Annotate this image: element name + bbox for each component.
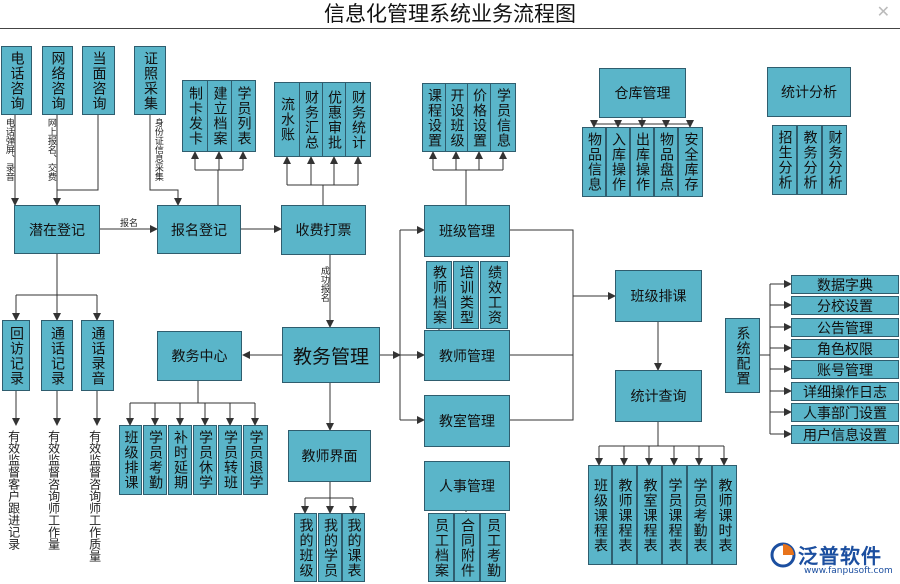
node-qianzai: 潜在登记 xyxy=(14,205,100,254)
node-ruku: 入库操作 xyxy=(606,127,630,197)
logo-url: www.fanpusoft.com xyxy=(804,566,893,576)
node-banjipk2: 班级排课 xyxy=(615,270,702,322)
fanpu-logo: 泛普软件 www.fanpusoft.com xyxy=(770,540,896,580)
node-jiaoshigl: 教师管理 xyxy=(424,330,510,381)
node-zhika: 制卡发卡 xyxy=(182,80,208,152)
node-pandian: 物品盘点 xyxy=(654,127,678,197)
node-yonghu: 用户信息设置 xyxy=(791,425,899,444)
node-yuangongkq: 员工考勤 xyxy=(480,513,506,582)
node-xuekaoqin: 学员考勤 xyxy=(143,425,167,495)
logo-name: 泛普软件 xyxy=(798,544,882,568)
close-icon[interactable]: ✕ xyxy=(876,2,890,21)
node-dianhua: 电话咨询 xyxy=(1,46,32,115)
node-xykcb: 学员课程表 xyxy=(662,465,687,565)
node-jiaowugl: 教务管理 xyxy=(282,327,380,383)
node-wodekb: 我的课表 xyxy=(342,513,365,582)
node-xitong: 系统配置 xyxy=(725,318,760,393)
node-zhengzhao: 证照采集 xyxy=(134,46,166,115)
node-huifang: 回访记录 xyxy=(2,320,30,391)
node-renshibm: 人事部门设置 xyxy=(791,403,899,422)
note-huifang: 有效监督客户跟进记录 xyxy=(6,430,21,550)
node-jiaowuzx: 教务中心 xyxy=(157,331,242,381)
note-tonghualy: 有效监督咨询师工作质量 xyxy=(87,430,102,562)
node-banjigl: 班级管理 xyxy=(424,205,510,257)
node-zidian: 数据字典 xyxy=(791,275,899,294)
note-tonghuajl: 有效监督咨询师工作量 xyxy=(46,430,61,550)
node-chuku: 出库操作 xyxy=(630,127,654,197)
node-wodebj: 我的班级 xyxy=(294,513,317,582)
node-tuixue: 学员退学 xyxy=(243,425,268,495)
node-baoming: 报名登记 xyxy=(157,205,241,254)
node-caiwutj: 财务统计 xyxy=(345,82,371,157)
node-youhui: 优惠审批 xyxy=(322,82,346,157)
node-bjkcb: 班级课程表 xyxy=(588,465,612,565)
logo-mark-icon xyxy=(770,542,796,568)
node-hetong: 合同附件 xyxy=(454,513,480,582)
node-renshi: 人事管理 xyxy=(424,461,510,511)
node-xueyuanlb: 学员列表 xyxy=(231,80,256,152)
node-jiaoshida: 教师档案 xyxy=(426,261,452,329)
node-caiwuhz: 财务汇总 xyxy=(299,82,323,157)
note-zhengzhao: 身份证信息采集 xyxy=(152,118,163,181)
node-xykqb: 学员考勤表 xyxy=(687,465,712,565)
node-jixiao: 绩效工资 xyxy=(480,261,508,329)
node-kaishe: 开设班级 xyxy=(445,83,468,152)
node-jskcb: 教师课程表 xyxy=(612,465,637,565)
node-jiaowufx: 教务分析 xyxy=(797,125,822,195)
node-cangku: 仓库管理 xyxy=(599,68,686,118)
node-xueyuanxx: 学员信息 xyxy=(490,83,516,152)
node-tongjifx: 统计分析 xyxy=(767,67,851,117)
node-banjipk1: 班级排课 xyxy=(119,425,142,495)
node-bushi: 补时延期 xyxy=(168,425,192,495)
node-tongjicx: 统计查询 xyxy=(615,370,702,422)
node-xiuxue: 学员休学 xyxy=(193,425,217,495)
node-jsksb: 教师课时表 xyxy=(712,465,737,565)
node-fenxiao: 分校设置 xyxy=(791,296,899,315)
node-gonggao: 公告管理 xyxy=(791,318,899,337)
node-wodexy: 我的学员 xyxy=(318,513,342,582)
note-dianhua: 电话弹屏、录音 xyxy=(3,118,14,181)
node-jshkcb: 教室课程表 xyxy=(637,465,662,565)
node-jiaoshigl2: 教室管理 xyxy=(424,395,510,447)
node-dangmian: 当面咨询 xyxy=(82,46,115,115)
node-jiaoshijm: 教师界面 xyxy=(288,430,371,482)
node-jiage: 价格设置 xyxy=(467,83,491,152)
node-liushui: 流水账 xyxy=(274,82,300,157)
node-anquan: 安全库存 xyxy=(678,127,703,197)
title-bar: 信息化管理系统业务流程图 ✕ xyxy=(0,0,900,29)
node-yuangongda: 员工档案 xyxy=(428,513,454,582)
note-wangluo: 网上报名、交费 xyxy=(45,118,56,181)
node-peixun: 培训类型 xyxy=(453,261,479,329)
note-chenggong: 成功报名 xyxy=(318,266,329,302)
node-jianli: 建立档案 xyxy=(207,80,232,152)
node-shoufei: 收费打票 xyxy=(281,205,366,255)
node-rizhi: 详细操作日志 xyxy=(791,382,899,401)
node-tonghuajl: 通话记录 xyxy=(41,320,73,391)
node-zhanghao: 账号管理 xyxy=(791,360,899,379)
node-caiwufx: 财务分析 xyxy=(822,125,847,195)
node-tonghualy: 通话录音 xyxy=(81,320,114,391)
note-baoming: 报名 xyxy=(120,219,139,229)
node-zhaosheng: 招生分析 xyxy=(772,125,797,195)
node-wupinxx: 物品信息 xyxy=(582,127,606,197)
node-zhuanban: 学员转班 xyxy=(218,425,242,495)
diagram-title: 信息化管理系统业务流程图 xyxy=(324,2,576,26)
node-jiaose: 角色权限 xyxy=(791,339,899,358)
node-kecheng: 课程设置 xyxy=(422,83,446,152)
node-wangluo: 网络咨询 xyxy=(42,46,73,115)
